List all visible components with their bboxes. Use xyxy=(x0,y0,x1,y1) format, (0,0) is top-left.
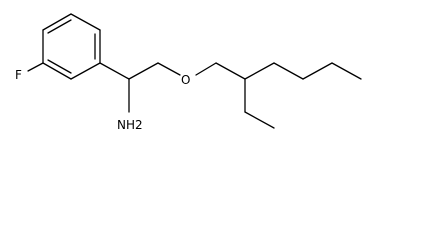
structure-diagram: F NH2 O xyxy=(15,13,362,132)
butyl-bond xyxy=(302,62,333,80)
fluorine-bond xyxy=(27,62,44,72)
oxygen-to-ch2-bond xyxy=(195,62,217,76)
ring-double-bond xyxy=(47,59,72,74)
ch2-to-oxygen-bond xyxy=(157,62,181,76)
butyl-bond xyxy=(244,62,275,80)
ring-bond xyxy=(70,62,101,80)
butyl-bond xyxy=(331,62,362,80)
butyl-bond xyxy=(273,62,304,80)
ring-bond xyxy=(42,62,72,80)
fluorine-label: F xyxy=(15,68,22,82)
ring-bond xyxy=(42,13,72,31)
ring-to-ch-bond xyxy=(99,62,130,80)
ring-bond xyxy=(70,13,101,31)
oxygen-label: O xyxy=(181,73,190,87)
ring-double-bond xyxy=(47,19,72,34)
ethyl-bond xyxy=(244,111,275,129)
ch2-to-branch-bond xyxy=(215,62,246,80)
ch-to-ch2-bond xyxy=(128,62,159,80)
amine-label: NH2 xyxy=(117,118,143,132)
molecule-svg: F NH2 O xyxy=(15,13,362,132)
